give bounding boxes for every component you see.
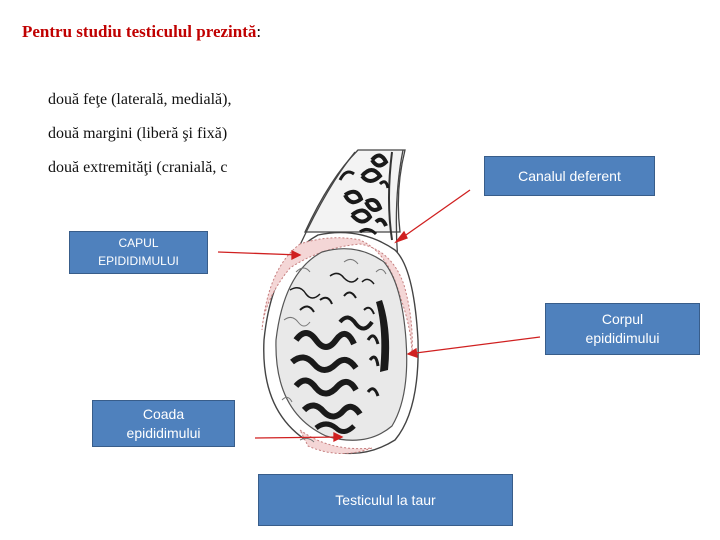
arrowhead-corpul <box>406 347 418 358</box>
cord-left-edge <box>299 151 356 246</box>
bullet-faces: două feţe (laterală, medială), <box>48 91 232 108</box>
mediastinum <box>376 300 390 372</box>
cord-right-edge <box>395 149 404 263</box>
cord-coils <box>338 153 390 236</box>
label-corpul-line1: Corpul <box>601 311 644 328</box>
label-capul-line1: CAPUL <box>118 236 159 251</box>
caption-text: Testiculul la taur <box>335 491 436 508</box>
page-title: Pentru studiu testiculul prezintă: <box>22 22 261 42</box>
arrow-corpul <box>407 336 541 355</box>
arrowhead-coada <box>333 431 344 443</box>
label-coada-epididimului: Coada epididimului <box>92 400 235 447</box>
label-coada-line1: Coada <box>142 405 185 422</box>
label-corpul-line2: epididimului <box>585 330 660 346</box>
label-coada-line2: epididimului <box>126 424 201 441</box>
epididymis-tail <box>299 429 373 455</box>
title-text: Pentru studiu testiculul prezintă <box>22 22 257 41</box>
arrow-capul <box>217 251 301 256</box>
label-capul-line2: EPIDIDIMULUI <box>98 253 179 268</box>
arrowhead-canal <box>394 230 408 244</box>
vas-deferens <box>388 151 393 241</box>
arrow-canal <box>395 189 471 243</box>
label-canalul-deferent: Canalul deferent <box>484 156 655 196</box>
label-canalul-deferent-text: Canalul deferent <box>518 167 621 184</box>
title-colon: : <box>256 22 262 41</box>
fine-tubules <box>281 258 387 443</box>
bullet-extremities: două extremităţi (cranială, c <box>48 159 228 176</box>
caption-testiculul-la-taur: Testiculul la taur <box>258 474 513 526</box>
seminiferous-tubules <box>289 272 380 434</box>
arrowhead-capul <box>291 249 302 261</box>
label-corpul-epididimului: Corpul epididimului <box>545 303 700 355</box>
label-capul-epididimului: CAPUL EPIDIDIMULUI <box>69 231 208 274</box>
arrow-coada <box>254 436 343 439</box>
bullet-margins: două margini (liberă şi fixă) <box>48 125 228 142</box>
arrows <box>217 189 541 443</box>
